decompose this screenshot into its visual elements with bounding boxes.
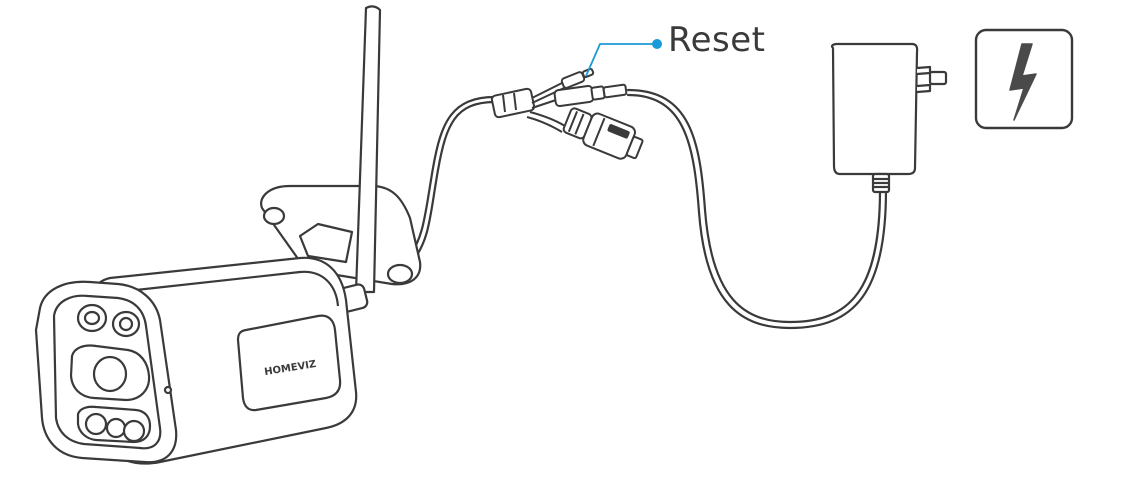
ir-led — [122, 419, 146, 443]
reset-callout-dot — [652, 39, 662, 49]
lightning-bolt-icon — [1009, 43, 1037, 121]
pigtail-connectors — [490, 67, 644, 160]
reset-callout — [585, 39, 662, 77]
cable-splitter — [490, 87, 536, 119]
power-adapter — [830, 42, 948, 194]
camera-body — [34, 256, 358, 465]
power-outlet-icon — [974, 28, 1074, 130]
ethernet-connector — [562, 107, 644, 160]
power-cable — [626, 88, 888, 330]
ir-led — [84, 412, 108, 436]
camera-cable — [406, 95, 497, 264]
dc-jack-connector — [553, 84, 595, 108]
reset-label: Reset — [668, 20, 766, 60]
ir-led — [105, 417, 127, 439]
